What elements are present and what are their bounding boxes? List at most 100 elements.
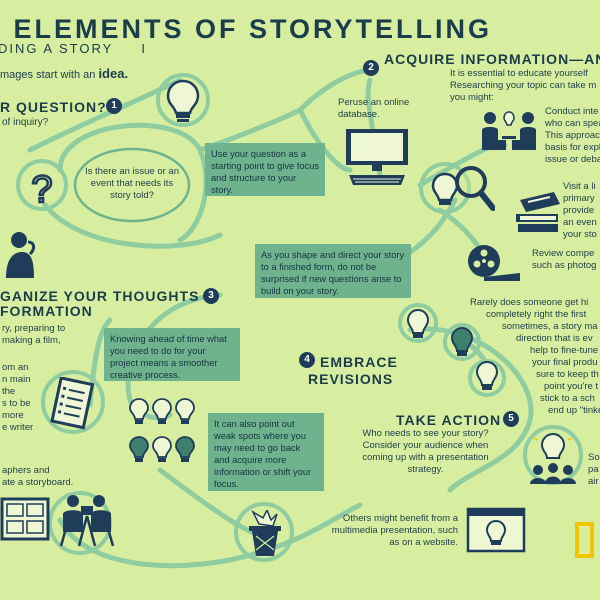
path-segment <box>57 502 363 569</box>
lightbulbs-grid-icon <box>129 398 195 462</box>
step2-intro: It is essential to educate yourself Rese… <box>450 68 596 104</box>
text-line: s to be <box>2 398 31 409</box>
text-line: primary <box>563 193 595 204</box>
text-line: your final produ <box>532 357 598 368</box>
text-line: making a film, <box>2 335 61 346</box>
text-line: aphers and <box>2 465 50 476</box>
multimedia-text: Others might benefit from a multimedia p… <box>331 513 458 548</box>
path-segment <box>27 77 183 153</box>
step5-side-text: So pa air <box>588 452 600 488</box>
text-line: end up "tinke <box>548 405 600 416</box>
text-line: the <box>2 386 16 397</box>
text-line: help to fine-tune <box>530 345 599 356</box>
step5-heading: TAKE ACTION <box>396 412 502 428</box>
text-line: you might: <box>450 92 494 103</box>
lightbulb-icon <box>166 79 200 122</box>
intro-line: mages start with an <box>0 69 96 81</box>
path-segment <box>125 292 223 421</box>
text-line: air <box>588 476 599 487</box>
database-text: Peruse an online database. <box>338 97 410 120</box>
text-line: more <box>2 410 24 421</box>
text-line: provide <box>563 205 595 216</box>
path-segment <box>42 202 223 249</box>
camera-crew-icon <box>59 495 115 547</box>
box-shape: As you shape and direct your story to a … <box>255 244 411 298</box>
step4-number: 4 <box>299 352 315 368</box>
step3-heading-line2: FORMATION <box>0 303 93 319</box>
text-line: such as photog <box>532 260 597 271</box>
step3-heading-line1: GANIZE YOUR THOUGHTS <box>0 288 200 304</box>
text-line: basis for expl <box>545 142 600 153</box>
text-line: an even <box>563 217 597 228</box>
page-title: E ELEMENTS OF STORYTELLING <box>0 14 493 44</box>
visit-text: Visit a li primary provide an even your … <box>563 181 597 241</box>
text-line: sure to keep th <box>536 369 599 380</box>
question-mark-icon: ? <box>30 168 54 212</box>
text-line: pa <box>588 464 599 475</box>
text-line: your sto <box>563 229 597 240</box>
subtitle-text: DING A STORY <box>0 41 114 56</box>
text-line: ry, preparing to <box>2 323 66 334</box>
subtitle-mark: I <box>141 41 147 56</box>
step2-heading: ACQUIRE INFORMATION—AN <box>384 51 600 67</box>
website-icon <box>466 507 526 553</box>
yellow-border-logo <box>575 522 594 558</box>
step5-number: 5 <box>503 411 519 427</box>
interview-icon <box>482 111 536 150</box>
text-line: Review compe <box>532 248 595 259</box>
intro-emphasis: idea. <box>98 66 129 81</box>
step1-heading: R QUESTION? <box>0 99 107 115</box>
text-line: e writer <box>2 422 34 433</box>
text-line: who can spea <box>545 118 600 129</box>
text-line: point you're t <box>544 381 599 392</box>
step4-heading-line2: REVISIONS <box>308 371 394 387</box>
text-line: issue or deba <box>545 154 600 165</box>
conduct-text: Conduct inte who can spea This approac b… <box>545 106 600 166</box>
text-line: Rarely does someone get hi <box>470 297 589 308</box>
step1-sub: of inquiry? <box>2 117 49 128</box>
revision-bulbs-icon <box>406 308 499 390</box>
text-line: sometimes, a story ma <box>502 321 598 332</box>
rarely-text: Rarely does someone get hi completely ri… <box>470 297 600 417</box>
text-line: So <box>588 452 600 463</box>
film-reel-icon <box>468 245 520 281</box>
step3-number: 3 <box>203 288 219 304</box>
step3-text-b: om an n main the s to be more e writer <box>2 362 33 434</box>
step3-text-a: ry, preparing to making a film, <box>2 323 65 347</box>
magnifier-lightbulb-icon <box>431 166 495 211</box>
text-line: ate a storyboard. <box>2 477 74 488</box>
checklist-icon <box>50 377 95 430</box>
books-icon <box>516 192 560 232</box>
step1-bubble-text: Is there an issue or an event that needs… <box>85 166 179 201</box>
box-question: Use your question as a starting point to… <box>205 143 325 196</box>
text-line: completely right the first <box>486 309 587 320</box>
box-weak-spots: It can also point out weak spots where y… <box>208 413 324 491</box>
storyboard-icon <box>0 497 50 541</box>
text-line: n main <box>2 374 31 385</box>
text-line: Conduct inte <box>545 106 599 117</box>
review-text: Review compe such as photog <box>532 248 596 272</box>
intro-text: mages start with an idea. <box>0 66 129 81</box>
step1-number: 1 <box>106 98 122 114</box>
thinking-person-icon <box>6 232 36 278</box>
trash-can-icon <box>249 510 281 556</box>
svg-text:?: ? <box>31 169 52 211</box>
speech-bubble <box>73 147 191 223</box>
step2-number: 2 <box>363 60 379 76</box>
step4-heading-line1: EMBRACE <box>320 354 398 370</box>
text-line: om an <box>2 362 29 373</box>
path-segment <box>57 122 209 243</box>
text-line: Visit a li <box>563 181 596 192</box>
text-line: It is essential to educate yourself <box>450 68 588 79</box>
page-subtitle: DING A STORY I <box>0 41 147 56</box>
text-line: This approac <box>545 130 600 141</box>
path-segment <box>297 107 353 173</box>
text-line: Researching your topic can take m <box>450 80 597 91</box>
text-line: stick to a sch <box>540 393 595 404</box>
audience-icon <box>530 432 576 484</box>
computer-icon <box>346 129 408 185</box>
step5-text: Who needs to see your story? Consider yo… <box>362 428 489 475</box>
box-knowing: Knowing ahead of time what you need to d… <box>104 328 240 381</box>
step3-text-c: aphers and ate a storyboard. <box>2 465 73 489</box>
